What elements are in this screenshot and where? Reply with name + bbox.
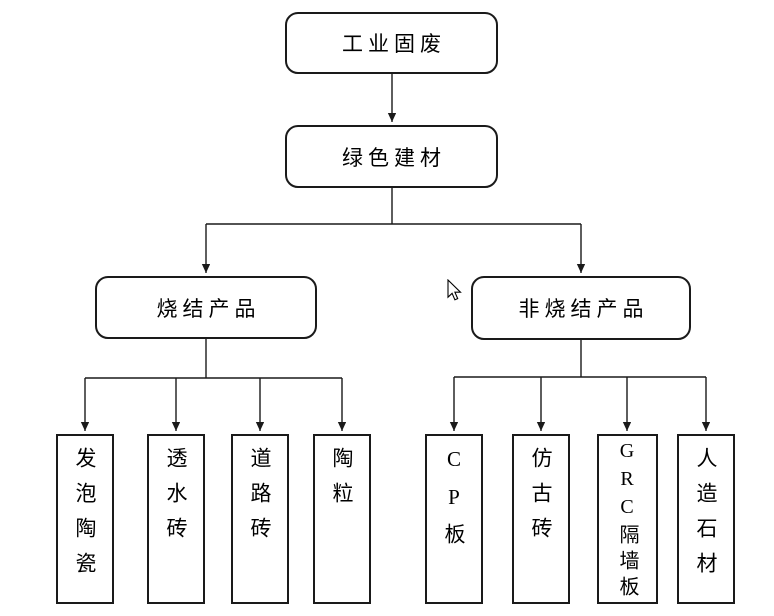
connector-sintered-split — [80, 339, 347, 431]
node-sintered-products[interactable]: 烧结产品 — [95, 276, 317, 339]
node-permeable-brick[interactable]: 透水砖 — [147, 434, 205, 604]
node-cp-board[interactable]: CP板 — [425, 434, 483, 604]
node-antique-brick[interactable]: 仿古砖 — [512, 434, 570, 604]
node-label: 绿色建材 — [342, 145, 446, 170]
node-label: GRC隔墙板 — [616, 440, 638, 602]
node-label: 工业固废 — [342, 32, 446, 56]
node-label: 烧结产品 — [156, 296, 261, 321]
node-industrial-solid-waste[interactable]: 工业固废 — [285, 12, 498, 74]
node-label: 发泡陶瓷 — [73, 447, 97, 587]
connector-green-split — [201, 188, 586, 273]
node-road-brick[interactable]: 道路砖 — [231, 434, 289, 604]
node-green-building-material[interactable]: 绿色建材 — [285, 125, 498, 188]
mouse-cursor-icon — [447, 279, 462, 301]
connector-nonsintered-split — [449, 340, 711, 431]
node-label: 透水砖 — [164, 447, 188, 552]
node-label: CP板 — [442, 447, 466, 558]
node-label: 仿古砖 — [529, 447, 553, 552]
node-label: 人造石材 — [694, 447, 718, 587]
node-label: 非烧结产品 — [518, 297, 649, 321]
node-ceramsite[interactable]: 陶粒 — [313, 434, 371, 604]
node-label: 陶粒 — [330, 447, 354, 517]
node-label: 道路砖 — [248, 447, 272, 552]
node-artificial-stone[interactable]: 人造石材 — [677, 434, 735, 604]
node-grc-partition-board[interactable]: GRC隔墙板 — [597, 434, 658, 604]
node-non-sintered-products[interactable]: 非烧结产品 — [471, 276, 691, 340]
node-foamed-ceramics[interactable]: 发泡陶瓷 — [56, 434, 114, 604]
